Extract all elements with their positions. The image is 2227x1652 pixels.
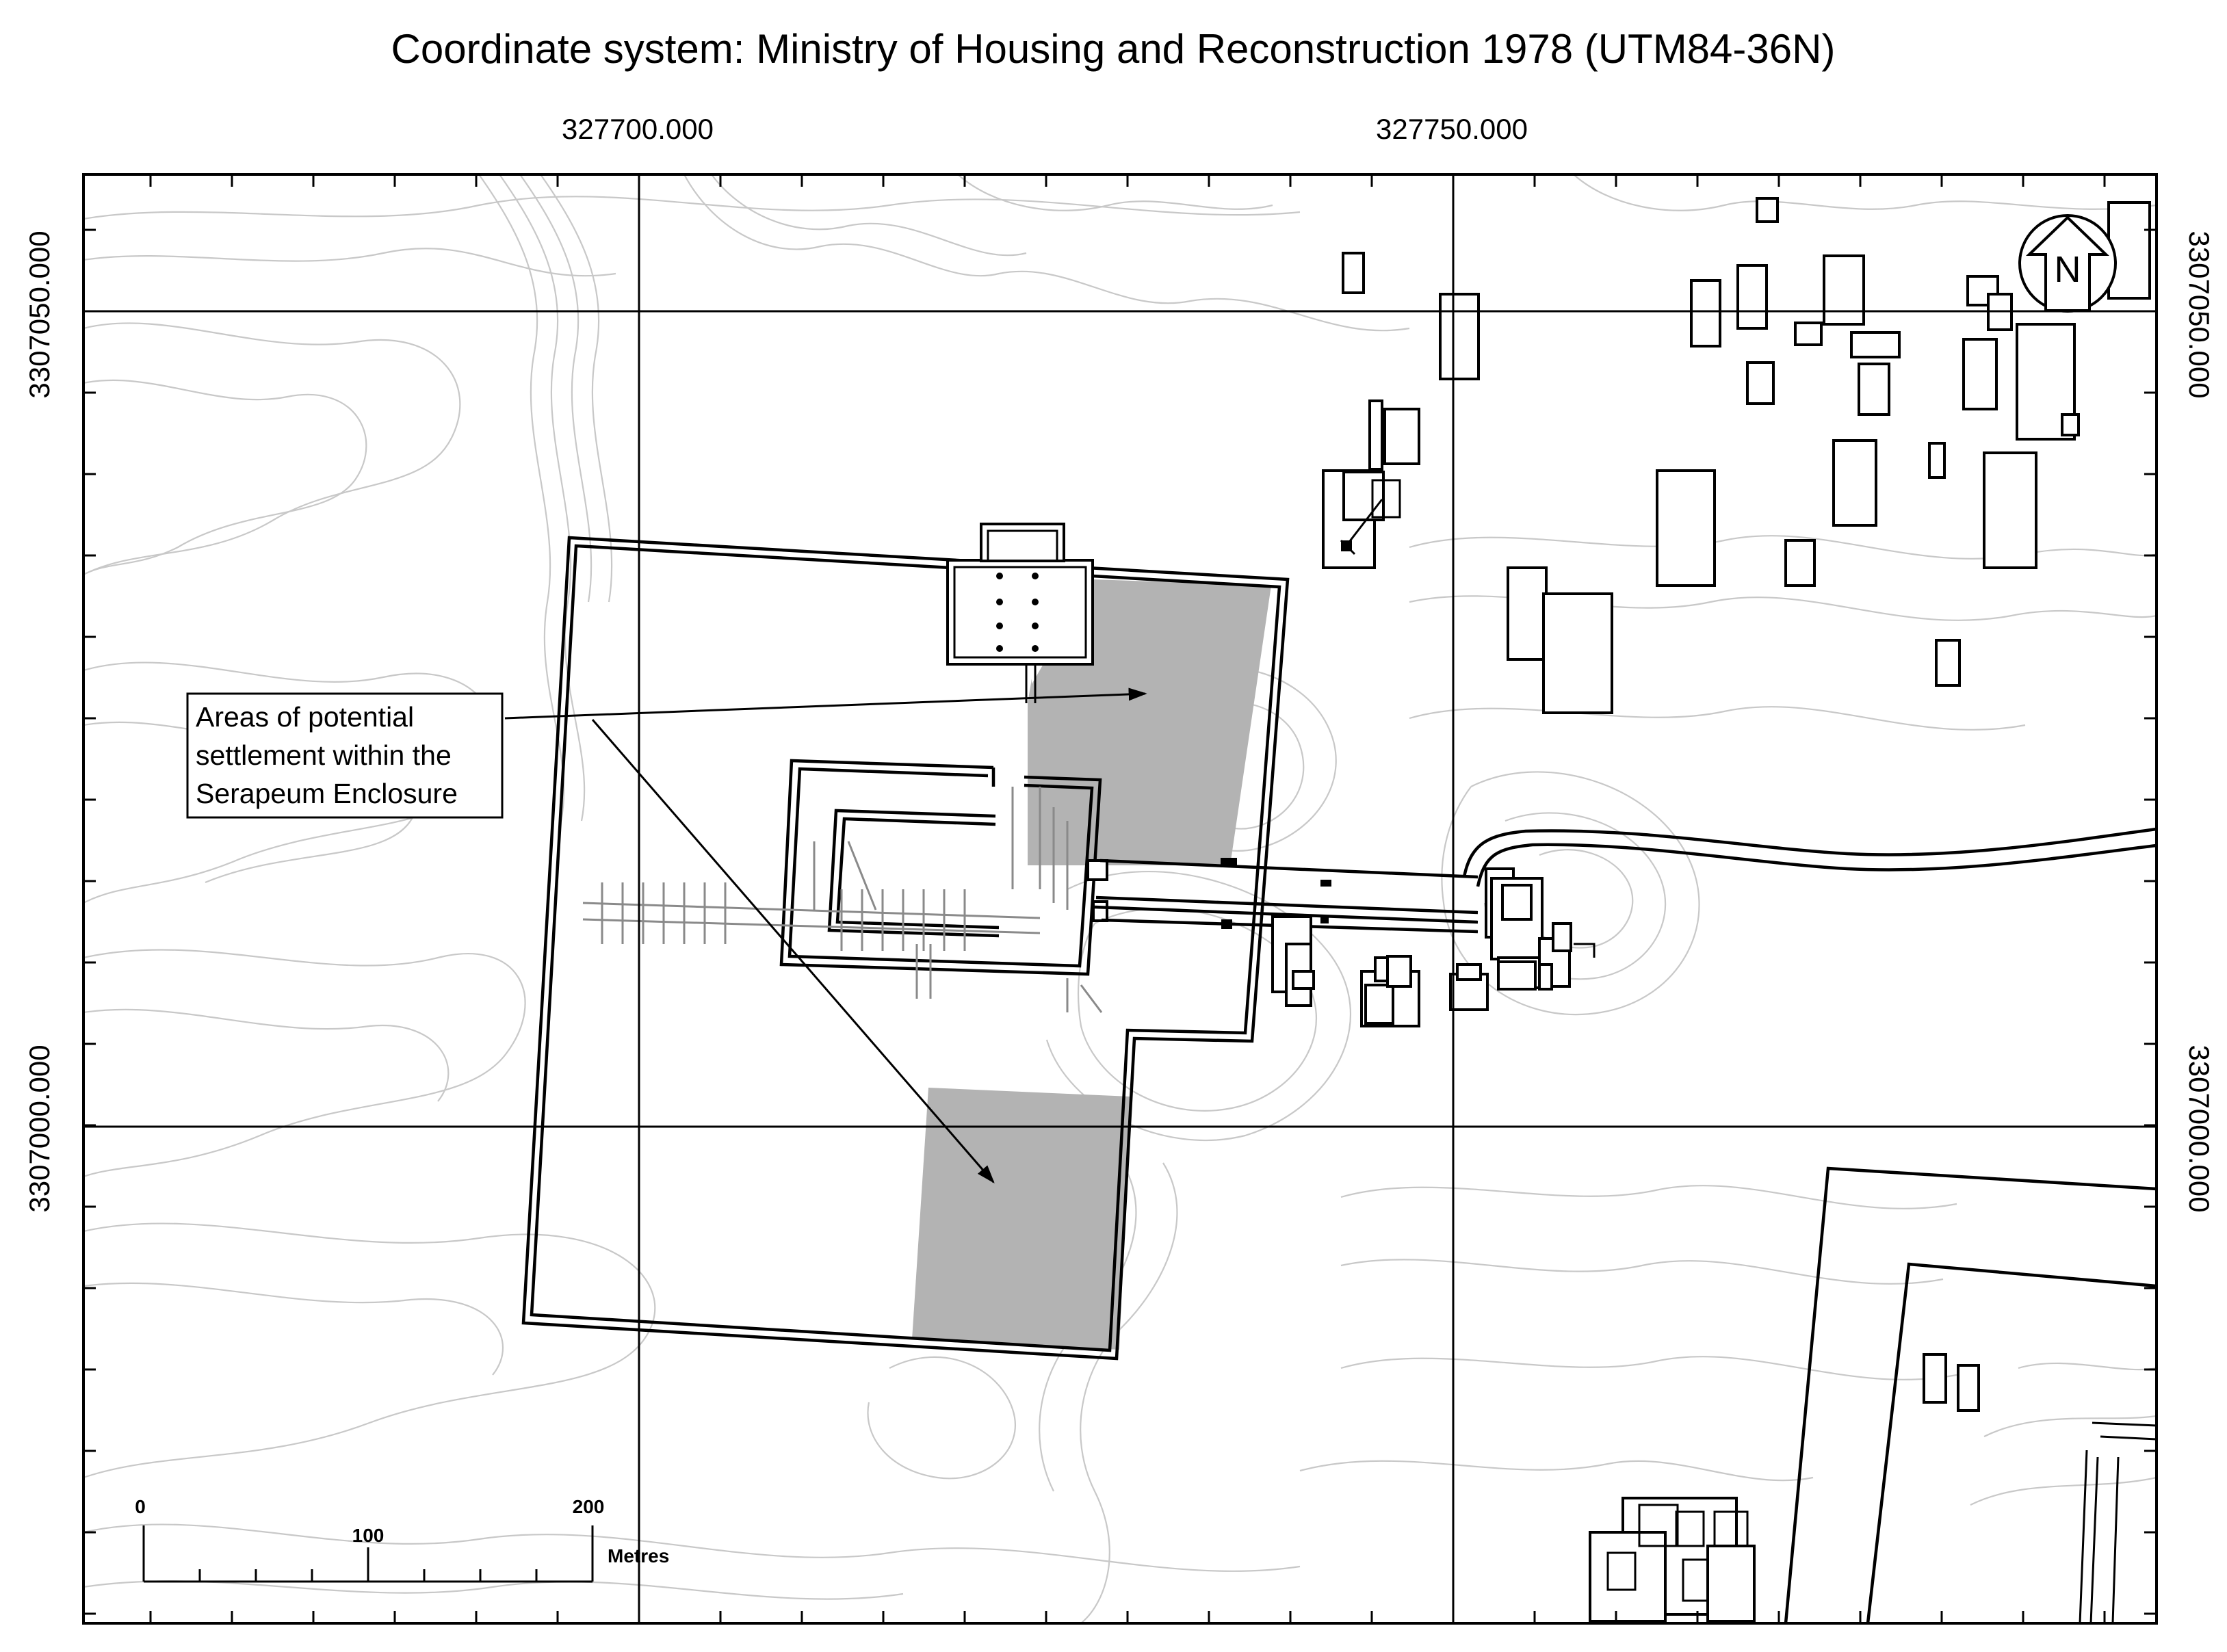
map-title: Coordinate system: Ministry of Housing a… (391, 26, 1836, 72)
north-arrow-label: N (2055, 249, 2081, 290)
northing-label-right-3307000: 3307000.000 (2183, 1045, 2215, 1212)
scale-label-end: 200 (573, 1496, 605, 1517)
northing-label-right-3307050: 3307050.000 (2183, 231, 2215, 398)
settlement-callout: Areas of potential settlement within the… (186, 692, 504, 819)
scale-label-zero: 0 (135, 1496, 146, 1517)
north-temple (946, 523, 1094, 703)
serapeum-enclosure-wall (521, 536, 1290, 1361)
callout-arrows (504, 687, 1147, 1184)
building-cluster-northeast (1507, 197, 2151, 714)
building-cluster-south (1589, 1497, 1756, 1623)
north-arrow: N (2018, 214, 2117, 313)
callout-line-3: Serapeum Enclosure (196, 778, 458, 809)
northing-label-left-3307000: 3307000.000 (23, 1045, 55, 1212)
map-body (83, 174, 2157, 1623)
map-frame (82, 173, 2158, 1625)
scale-unit: Metres (608, 1545, 669, 1566)
inner-complex (582, 759, 1108, 1013)
easting-label-327750: 327750.000 (1376, 113, 1528, 145)
scale-bar: 0 100 200 Metres (135, 1496, 669, 1583)
easting-label-327700: 327700.000 (562, 113, 714, 145)
northing-label-left-3307050: 3307050.000 (23, 231, 55, 398)
callout-line-2: settlement within the (196, 739, 452, 771)
building-cluster-dromos (1271, 867, 1596, 1027)
scale-label-mid: 100 (352, 1525, 385, 1546)
road-east (1462, 827, 2157, 887)
building-cluster-north (1322, 252, 1480, 569)
settlement-area-south (912, 1088, 1130, 1350)
southeast-enclosure (1784, 1166, 2157, 1623)
frame-ticks (83, 174, 2157, 1623)
grid-lines (83, 174, 2157, 1623)
callout-line-1: Areas of potential (196, 701, 414, 733)
